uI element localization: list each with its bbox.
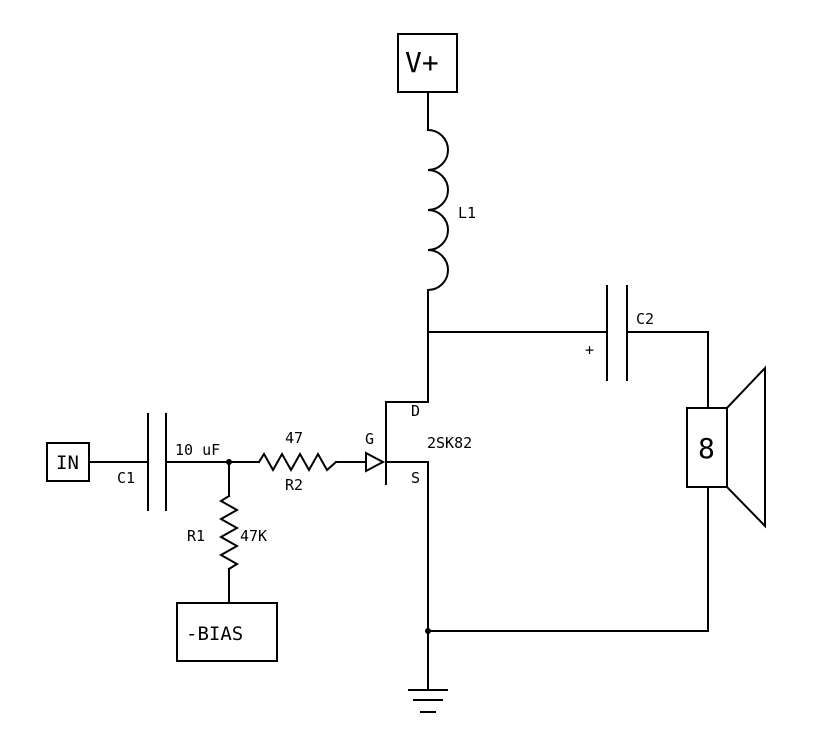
drain-label: D [411, 402, 420, 420]
gate-label: G [365, 430, 374, 448]
source-label: S [411, 469, 420, 487]
speaker-cone [725, 365, 766, 529]
transistor-label: 2SK82 [427, 434, 472, 452]
inductor-l1 [426, 128, 449, 292]
junction-dot-ground [425, 628, 431, 634]
bias-box [176, 602, 278, 662]
jfet-gate-arrow [365, 451, 386, 473]
c2-polarity: + [585, 341, 594, 359]
r1-label: R1 [187, 527, 205, 545]
wire-speaker-ground [427, 486, 709, 632]
resistor-r1 [218, 494, 240, 571]
l1-label: L1 [458, 204, 476, 222]
r2-label: R2 [285, 476, 303, 494]
r1-value: 47K [240, 527, 267, 545]
c2-label: C2 [636, 310, 654, 328]
c1-value: 10 uF [175, 441, 220, 459]
bias-label: -BIAS [186, 623, 243, 645]
c1-label: C1 [117, 469, 135, 487]
wire-c2-speaker [626, 331, 709, 409]
r2-value: 47 [285, 429, 303, 447]
vplus-label: V+ [405, 46, 439, 79]
speaker-label: 8 [698, 432, 715, 465]
resistor-r2 [257, 451, 338, 473]
in-label: IN [56, 452, 79, 474]
